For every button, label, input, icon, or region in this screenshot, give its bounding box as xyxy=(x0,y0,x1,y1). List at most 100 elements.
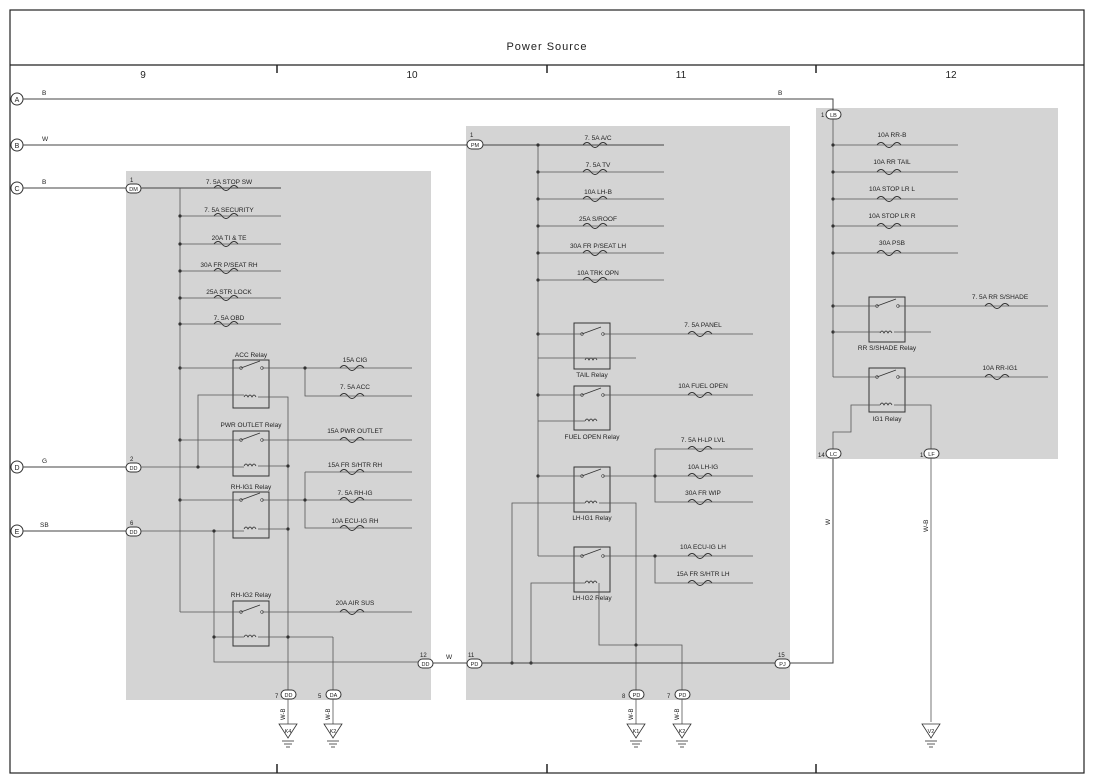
svg-text:10A ECU-IG RH: 10A ECU-IG RH xyxy=(332,518,379,525)
svg-text:K1: K1 xyxy=(633,729,640,735)
relay-rr-sshade: RR S/SHADE Relay xyxy=(858,296,917,352)
fuse-rh-ig: 7. 5A RH-IG xyxy=(337,490,373,503)
svg-text:5: 5 xyxy=(318,694,322,700)
svg-text:DD: DD xyxy=(422,662,430,668)
connector-pj: 15 PJ xyxy=(774,653,791,669)
svg-text:6: 6 xyxy=(130,521,134,527)
svg-text:10A TRK OPN: 10A TRK OPN xyxy=(577,270,619,277)
input-c: C xyxy=(10,181,24,195)
fuse-fr-shtr-lh: 15A FR S/HTR LH xyxy=(676,571,730,586)
fuse-fr-pseat-lh: 30A FR P/SEAT LH xyxy=(570,243,626,256)
fuse-lh-ig: 10A LH-IG xyxy=(687,464,718,479)
grid-col-9: 9 xyxy=(140,70,146,81)
wire-label-b: W xyxy=(42,136,49,143)
fuse-lh-b: 10A LH-B xyxy=(582,189,612,202)
grid-col-10: 10 xyxy=(406,70,418,81)
svg-text:DD: DD xyxy=(130,530,138,536)
connector-dd-7: 7 DD xyxy=(275,689,297,700)
svg-text:8: 8 xyxy=(622,694,626,700)
svg-text:20A AIR SUS: 20A AIR SUS xyxy=(336,600,375,607)
relay-pwr-outlet: PWR OUTLET Relay xyxy=(221,422,282,477)
input-d: D xyxy=(10,460,24,474)
svg-text:12: 12 xyxy=(420,653,427,659)
wire-label-e: SB xyxy=(40,522,49,529)
svg-text:7. 5A OBD: 7. 5A OBD xyxy=(214,315,245,322)
fuse-tv: 7. 5A TV xyxy=(582,162,611,175)
svg-text:V2: V2 xyxy=(928,729,935,735)
svg-text:25A S/ROOF: 25A S/ROOF xyxy=(579,216,617,223)
svg-text:1: 1 xyxy=(821,113,825,119)
svg-text:7. 5A STOP SW: 7. 5A STOP SW xyxy=(206,179,253,186)
wire-label-a: B xyxy=(42,90,46,97)
fuse-ac: 7. 5A A/C xyxy=(582,135,612,148)
svg-text:10A LH-IG: 10A LH-IG xyxy=(688,464,718,471)
connector-dd-12: 12 DD xyxy=(417,653,434,669)
connector-pd-8: 8 PD xyxy=(622,689,645,700)
fuse-fr-shtr-rh: 15A FR S/HTR RH xyxy=(328,462,382,475)
svg-text:10A STOP LR R: 10A STOP LR R xyxy=(868,213,915,220)
svg-text:LF: LF xyxy=(928,452,935,458)
svg-text:30A PSB: 30A PSB xyxy=(879,240,905,247)
svg-text:20A TI & TE: 20A TI & TE xyxy=(212,235,247,242)
svg-text:E: E xyxy=(15,529,20,536)
svg-text:2: 2 xyxy=(130,457,134,463)
svg-text:10A RR-IG1: 10A RR-IG1 xyxy=(982,365,1017,372)
svg-text:30A FR P/SEAT LH: 30A FR P/SEAT LH xyxy=(570,243,626,250)
svg-text:LB: LB xyxy=(830,113,837,119)
svg-text:C: C xyxy=(14,186,19,193)
svg-text:W-B: W-B xyxy=(675,708,681,720)
svg-text:7. 5A A/C: 7. 5A A/C xyxy=(584,135,611,142)
fuse-ti-te: 20A TI & TE xyxy=(212,235,247,247)
ground-k4: W-B K4 xyxy=(278,699,298,748)
svg-text:7. 5A PANEL: 7. 5A PANEL xyxy=(684,322,722,329)
relay-tail: TAIL Relay xyxy=(573,322,611,379)
fuse-rr-sshade: 7. 5A RR S/SHADE xyxy=(972,294,1029,309)
connector-lf: 1 LF xyxy=(920,448,940,459)
wire-label-c: B xyxy=(42,179,46,186)
wire-a xyxy=(23,98,834,113)
svg-text:7. 5A ACC: 7. 5A ACC xyxy=(340,384,370,391)
wire-label-d: G xyxy=(42,458,47,465)
svg-text:15A PWR OUTLET: 15A PWR OUTLET xyxy=(327,428,383,435)
connector-pm: 1 PM xyxy=(466,133,484,150)
wire-label-lf: W-B xyxy=(923,519,930,532)
wire-label-lc: W xyxy=(825,518,832,525)
svg-text:PD: PD xyxy=(679,693,687,699)
connector-lc: 14 LC xyxy=(818,448,842,459)
connector-lb: 1 LB xyxy=(821,109,842,120)
svg-text:DA: DA xyxy=(330,693,338,699)
svg-text:1: 1 xyxy=(130,178,134,184)
ground-k2-left: W-B K2 xyxy=(323,699,343,748)
fuse-obd: 7. 5A OBD xyxy=(213,315,245,327)
fuse-ecu-ig-lh: 10A ECU-IG LH xyxy=(680,544,726,559)
svg-text:LH-IG2 Relay: LH-IG2 Relay xyxy=(572,595,612,602)
svg-text:B: B xyxy=(15,143,20,150)
svg-text:7: 7 xyxy=(667,694,671,700)
svg-text:10A STOP LR L: 10A STOP LR L xyxy=(869,186,915,193)
connector-pd-7: 7 PD xyxy=(667,689,691,700)
fuse-rr-b: 10A RR-B xyxy=(876,132,906,148)
svg-text:PJ: PJ xyxy=(779,662,786,668)
fuse-psb: 30A PSB xyxy=(876,240,905,256)
relay-lh-ig1: LH-IG1 Relay xyxy=(572,466,612,522)
svg-text:7: 7 xyxy=(275,694,279,700)
connector-dm: 1 DM xyxy=(125,178,142,194)
svg-text:PD: PD xyxy=(633,693,641,699)
svg-text:PM: PM xyxy=(471,143,480,149)
fuse-stop-lr-l: 10A STOP LR L xyxy=(869,186,915,202)
fuse-fr-pseat-rh: 30A FR P/SEAT RH xyxy=(200,262,258,274)
relay-rh-ig1: RH-IG1 Relay xyxy=(231,484,272,539)
svg-text:10A ECU-IG LH: 10A ECU-IG LH xyxy=(680,544,726,551)
svg-text:LC: LC xyxy=(830,452,837,458)
svg-text:W-B: W-B xyxy=(281,708,287,720)
wire-label-w-mid: W xyxy=(446,654,453,661)
fuse-stop-lr-r: 10A STOP LR R xyxy=(868,213,916,229)
svg-text:7. 5A RH-IG: 7. 5A RH-IG xyxy=(337,490,372,497)
svg-text:14: 14 xyxy=(818,453,825,459)
junction-box-col12 xyxy=(816,108,1058,459)
svg-text:15: 15 xyxy=(778,653,785,659)
svg-text:LH-IG1 Relay: LH-IG1 Relay xyxy=(572,515,612,522)
svg-text:PD: PD xyxy=(471,662,479,668)
svg-text:11: 11 xyxy=(468,653,475,659)
